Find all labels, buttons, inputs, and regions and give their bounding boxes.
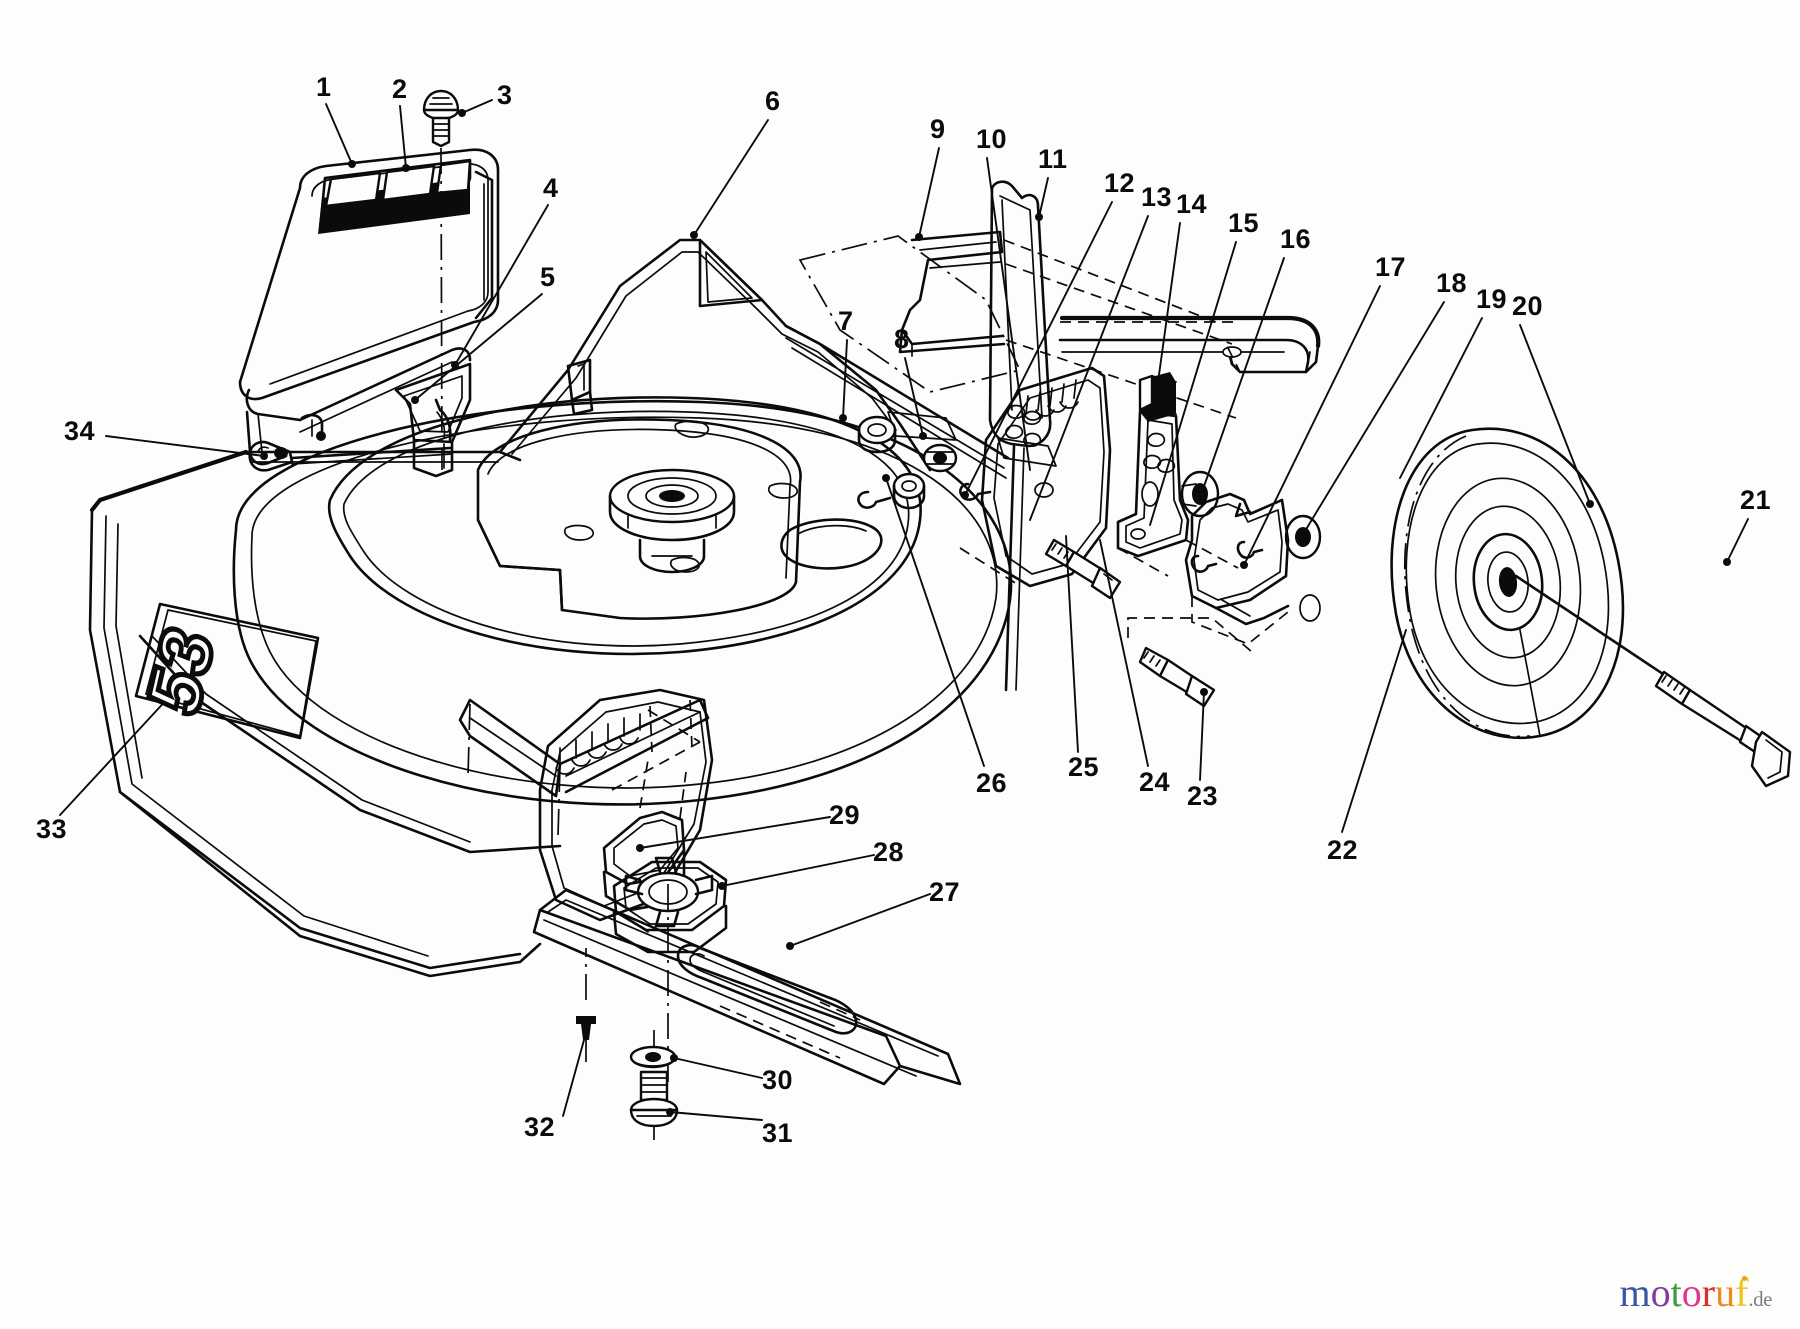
callout-29[interactable]: 29 xyxy=(829,800,861,830)
callout-30[interactable]: 30 xyxy=(762,1065,794,1095)
motoruf-logo[interactable]: motoruf.de xyxy=(1619,1270,1773,1315)
part-deck-nut-small xyxy=(857,415,897,454)
part-blade-adapter xyxy=(602,759,687,912)
callout-6[interactable]: 6 xyxy=(765,86,781,116)
callout-17[interactable]: 17 xyxy=(1375,252,1407,282)
part-blade-spindle xyxy=(608,468,736,574)
callout-16[interactable]: 16 xyxy=(1280,224,1312,254)
callout-19[interactable]: 19 xyxy=(1476,284,1508,314)
logo-letter-m: m xyxy=(1619,1270,1651,1315)
part-washer-pair xyxy=(857,472,926,510)
callout-5[interactable]: 5 xyxy=(540,262,556,292)
part-mower-housing xyxy=(88,235,1057,978)
callout-3[interactable]: 3 xyxy=(497,80,513,110)
callout-23[interactable]: 23 xyxy=(1187,781,1219,811)
callout-20[interactable]: 20 xyxy=(1512,291,1544,321)
callout-25[interactable]: 25 xyxy=(1068,752,1100,782)
logo-tld: .de xyxy=(1748,1287,1772,1311)
callout-8[interactable]: 8 xyxy=(894,324,910,354)
logo-letter-o1: o xyxy=(1650,1270,1671,1315)
part-hex-bolt-upper xyxy=(1044,538,1122,600)
deck-decal-53: 53 xyxy=(130,613,231,728)
callout-14[interactable]: 14 xyxy=(1176,189,1208,219)
part-height-adjust-bracket xyxy=(959,366,1112,588)
callout-34[interactable]: 34 xyxy=(64,416,96,446)
callout-27[interactable]: 27 xyxy=(929,877,961,907)
logo-letter-r: r xyxy=(1701,1270,1716,1315)
part-hood-bolt xyxy=(422,89,460,471)
logo-letter-u: u xyxy=(1715,1270,1736,1315)
part-axle-bolt xyxy=(1514,574,1792,788)
callout-32[interactable]: 32 xyxy=(524,1112,556,1142)
callout-21[interactable]: 21 xyxy=(1740,485,1772,515)
callout-9[interactable]: 9 xyxy=(930,114,946,144)
logo-letter-o2: o xyxy=(1681,1270,1702,1315)
part-wheel-washer xyxy=(1299,594,1321,622)
callout-24[interactable]: 24 xyxy=(1139,767,1171,797)
callout-33[interactable]: 33 xyxy=(36,814,68,844)
part-blade-washer xyxy=(629,1045,677,1069)
callout-2[interactable]: 2 xyxy=(392,74,408,104)
part-hex-bolt-lower xyxy=(1127,617,1253,708)
callout-22[interactable]: 22 xyxy=(1327,835,1359,865)
part-blade-adapter-plate xyxy=(612,856,728,1086)
part-height-plate xyxy=(1116,410,1239,577)
callout-10[interactable]: 10 xyxy=(976,124,1008,154)
decal-53-text: 53 xyxy=(133,616,229,726)
part-rubber-bumper xyxy=(1138,372,1177,422)
callout-7[interactable]: 7 xyxy=(838,306,854,336)
part-handle-rail xyxy=(1058,315,1321,374)
logo-letter-f: f xyxy=(1735,1270,1749,1315)
part-control-rod xyxy=(988,180,1052,692)
callout-4[interactable]: 4 xyxy=(543,173,559,203)
part-wheel xyxy=(1390,427,1625,740)
callout-13[interactable]: 13 xyxy=(1141,182,1173,212)
logo-letter-t: t xyxy=(1670,1270,1682,1315)
callout-28[interactable]: 28 xyxy=(873,837,905,867)
part-wheel-bracket xyxy=(1184,492,1290,645)
callout-26[interactable]: 26 xyxy=(976,768,1008,798)
callout-15[interactable]: 15 xyxy=(1228,208,1260,238)
part-handle-bracket-left xyxy=(898,230,1237,419)
part-pivot-bushing xyxy=(922,443,958,473)
callout-1[interactable]: 1 xyxy=(316,72,332,102)
part-small-screw xyxy=(576,948,596,1062)
callout-12[interactable]: 12 xyxy=(1104,168,1136,198)
part-cutting-blade xyxy=(532,888,962,1086)
callout-leaders xyxy=(59,99,1749,1121)
callout-11[interactable]: 11 xyxy=(1038,144,1068,174)
part-blade-bolt xyxy=(629,1030,679,1140)
callout-31[interactable]: 31 xyxy=(762,1118,794,1148)
callout-18[interactable]: 18 xyxy=(1436,268,1468,298)
